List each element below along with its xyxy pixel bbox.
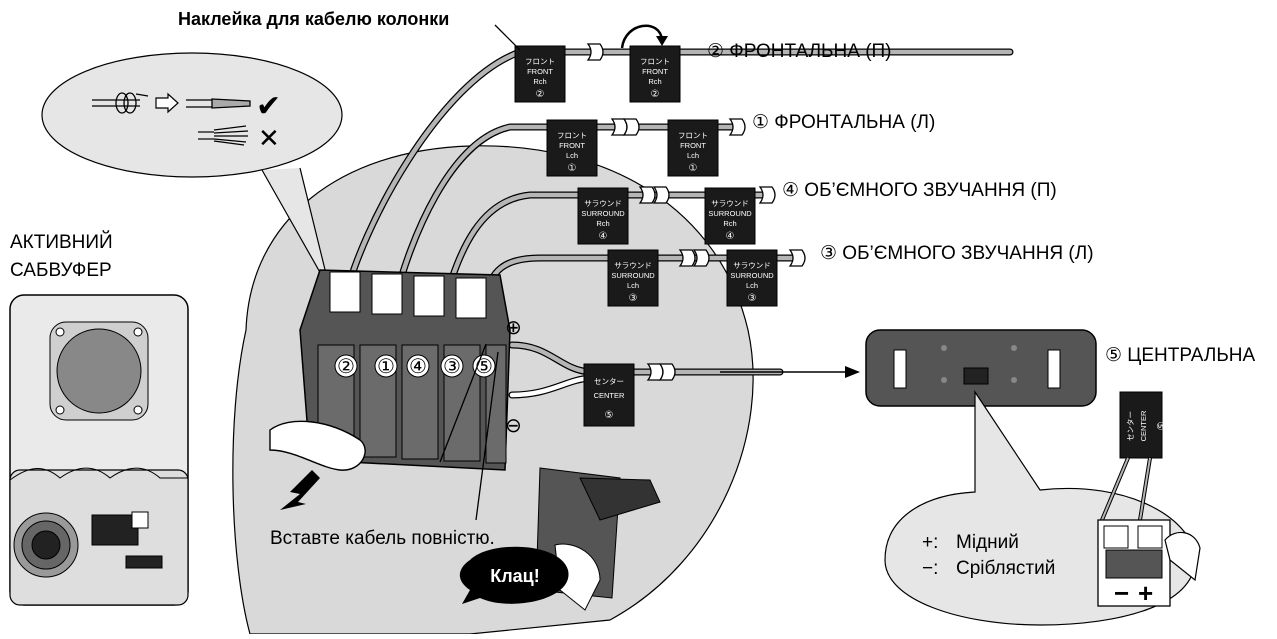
- center-speaker: [865, 329, 1097, 407]
- label-front-right: ② ФРОНТАЛЬНА (П): [707, 41, 892, 62]
- sticker-title: Наклейка для кабелю колонки: [178, 9, 449, 29]
- svg-text:②: ②: [337, 356, 355, 378]
- click-text: Клац!: [490, 566, 540, 586]
- svg-text:センター: センター: [594, 377, 624, 386]
- cross-icon: ✕: [258, 123, 280, 153]
- svg-text:②: ②: [651, 89, 660, 100]
- svg-text:④: ④: [409, 356, 427, 378]
- svg-text:SURROUND: SURROUND: [581, 209, 625, 218]
- cable-tag-surround-r-2: サラウンド SURROUND Rch ④: [704, 187, 756, 245]
- legend-minus-sign: −:: [922, 558, 938, 579]
- cable-tag-front-r-1: フロント FRONT Rch ②: [514, 45, 566, 103]
- wire-strip-bubble: [41, 52, 343, 178]
- subwoofer-illustration: [9, 294, 189, 606]
- label-surround-right: ④ ОБ’ЄМНОГО ЗВУЧАННЯ (П): [782, 180, 1057, 201]
- svg-text:SURROUND: SURROUND: [730, 271, 774, 280]
- svg-text:Rch: Rch: [648, 77, 661, 86]
- svg-text:センター: センター: [1126, 411, 1135, 441]
- arrow-right-icon: [155, 92, 179, 114]
- cable-tag-front-l-2: フロント FRONT Lch ①: [667, 119, 719, 177]
- cable-tag-center: センター CENTER ⑤: [583, 363, 635, 427]
- svg-text:④: ④: [599, 231, 608, 242]
- svg-text:④: ④: [726, 231, 735, 242]
- svg-text:フロント: フロント: [678, 131, 708, 140]
- check-icon: ✔: [256, 90, 281, 123]
- svg-text:サラウンド: サラウンド: [711, 199, 749, 208]
- push-arrow-icon: [280, 470, 320, 510]
- cable-tag-surround-l-2: サラウンド SURROUND Lch ③: [726, 249, 778, 307]
- plus-terminal-icon: ⊕: [505, 317, 522, 339]
- label-insert-fully: Вставте кабель повністю.: [270, 528, 495, 549]
- twist-wire-icon: [92, 92, 149, 114]
- svg-text:①: ①: [377, 356, 395, 378]
- center-cable-tag-vertical: センター CENTER ⑤: [1100, 391, 1165, 521]
- svg-text:③: ③: [748, 293, 757, 304]
- svg-text:⑤: ⑤: [605, 410, 614, 421]
- center-speaker-terminal[interactable]: − +: [1097, 519, 1171, 608]
- cable-break-marks: [586, 43, 806, 381]
- legend-plus-sign: +:: [922, 532, 938, 553]
- svg-text:フロント: フロント: [525, 57, 555, 66]
- fold-arrow-icon: [620, 24, 664, 49]
- svg-text:FRONT: FRONT: [527, 67, 553, 76]
- terminal-numbers: ② ① ④ ③ ⑤: [334, 354, 496, 378]
- svg-text:SURROUND: SURROUND: [708, 209, 752, 218]
- svg-text:①: ①: [568, 163, 577, 174]
- cable-tag-surround-r-1: サラウンド SURROUND Rch ④: [577, 187, 629, 245]
- hand-icon: [1164, 531, 1201, 582]
- svg-text:Rch: Rch: [723, 219, 736, 228]
- connect-arrow: [720, 366, 860, 378]
- svg-text:⑤: ⑤: [1154, 422, 1165, 431]
- svg-text:CENTER: CENTER: [594, 391, 625, 400]
- svg-text:Lch: Lch: [687, 151, 699, 160]
- minus-terminal-icon: ⊖: [505, 415, 522, 437]
- svg-text:Rch: Rch: [533, 77, 546, 86]
- center-plus-icon: +: [1138, 578, 1153, 608]
- svg-text:Lch: Lch: [566, 151, 578, 160]
- insert-arrows: [439, 343, 499, 521]
- svg-text:サラウンド: サラウンド: [733, 261, 771, 270]
- label-center: ⑤ ЦЕНТРАЛЬНА: [1105, 345, 1256, 366]
- svg-text:③: ③: [629, 293, 638, 304]
- cable-tag-surround-l-1: サラウンド SURROUND Lch ③: [607, 249, 659, 307]
- label-subwoofer-line2: САБВУФЕР: [10, 260, 112, 281]
- cable-tag-front-l-1: フロント FRONT Lch ①: [546, 119, 598, 177]
- svg-text:FRONT: FRONT: [680, 141, 706, 150]
- svg-text:CENTER: CENTER: [1139, 410, 1148, 441]
- svg-text:Lch: Lch: [627, 281, 639, 290]
- svg-text:FRONT: FRONT: [559, 141, 585, 150]
- label-subwoofer-line1: АКТИВНИЙ: [10, 231, 113, 253]
- svg-text:サラウンド: サラウンド: [584, 199, 622, 208]
- center-minus-icon: −: [1114, 578, 1129, 608]
- label-surround-left: ③ ОБ’ЄМНОГО ЗВУЧАННЯ (Л): [820, 243, 1094, 264]
- svg-text:Lch: Lch: [746, 281, 758, 290]
- svg-text:SURROUND: SURROUND: [611, 271, 655, 280]
- svg-text:FRONT: FRONT: [642, 67, 668, 76]
- cable-tag-front-r-2: フロント FRONT Rch ②: [629, 45, 681, 103]
- label-front-left: ① ФРОНТАЛЬНА (Л): [752, 112, 935, 133]
- speaker-terminal-block[interactable]: [299, 269, 511, 471]
- svg-text:②: ②: [536, 89, 545, 100]
- sticker-pointer: [494, 24, 521, 51]
- legend-minus-text: Сріблястий: [956, 558, 1055, 579]
- legend-plus-text: Мідний: [956, 532, 1019, 553]
- svg-text:③: ③: [443, 356, 461, 378]
- svg-text:①: ①: [689, 163, 698, 174]
- svg-text:フロント: フロント: [640, 57, 670, 66]
- twisted-wire-icon: [186, 98, 251, 109]
- svg-text:Rch: Rch: [596, 219, 609, 228]
- click-bubble: [459, 546, 569, 604]
- finger-icon: [269, 420, 366, 471]
- svg-text:サラウンド: サラウンド: [614, 261, 652, 270]
- svg-text:フロント: フロント: [557, 131, 587, 140]
- frayed-wire-icon: [198, 125, 249, 146]
